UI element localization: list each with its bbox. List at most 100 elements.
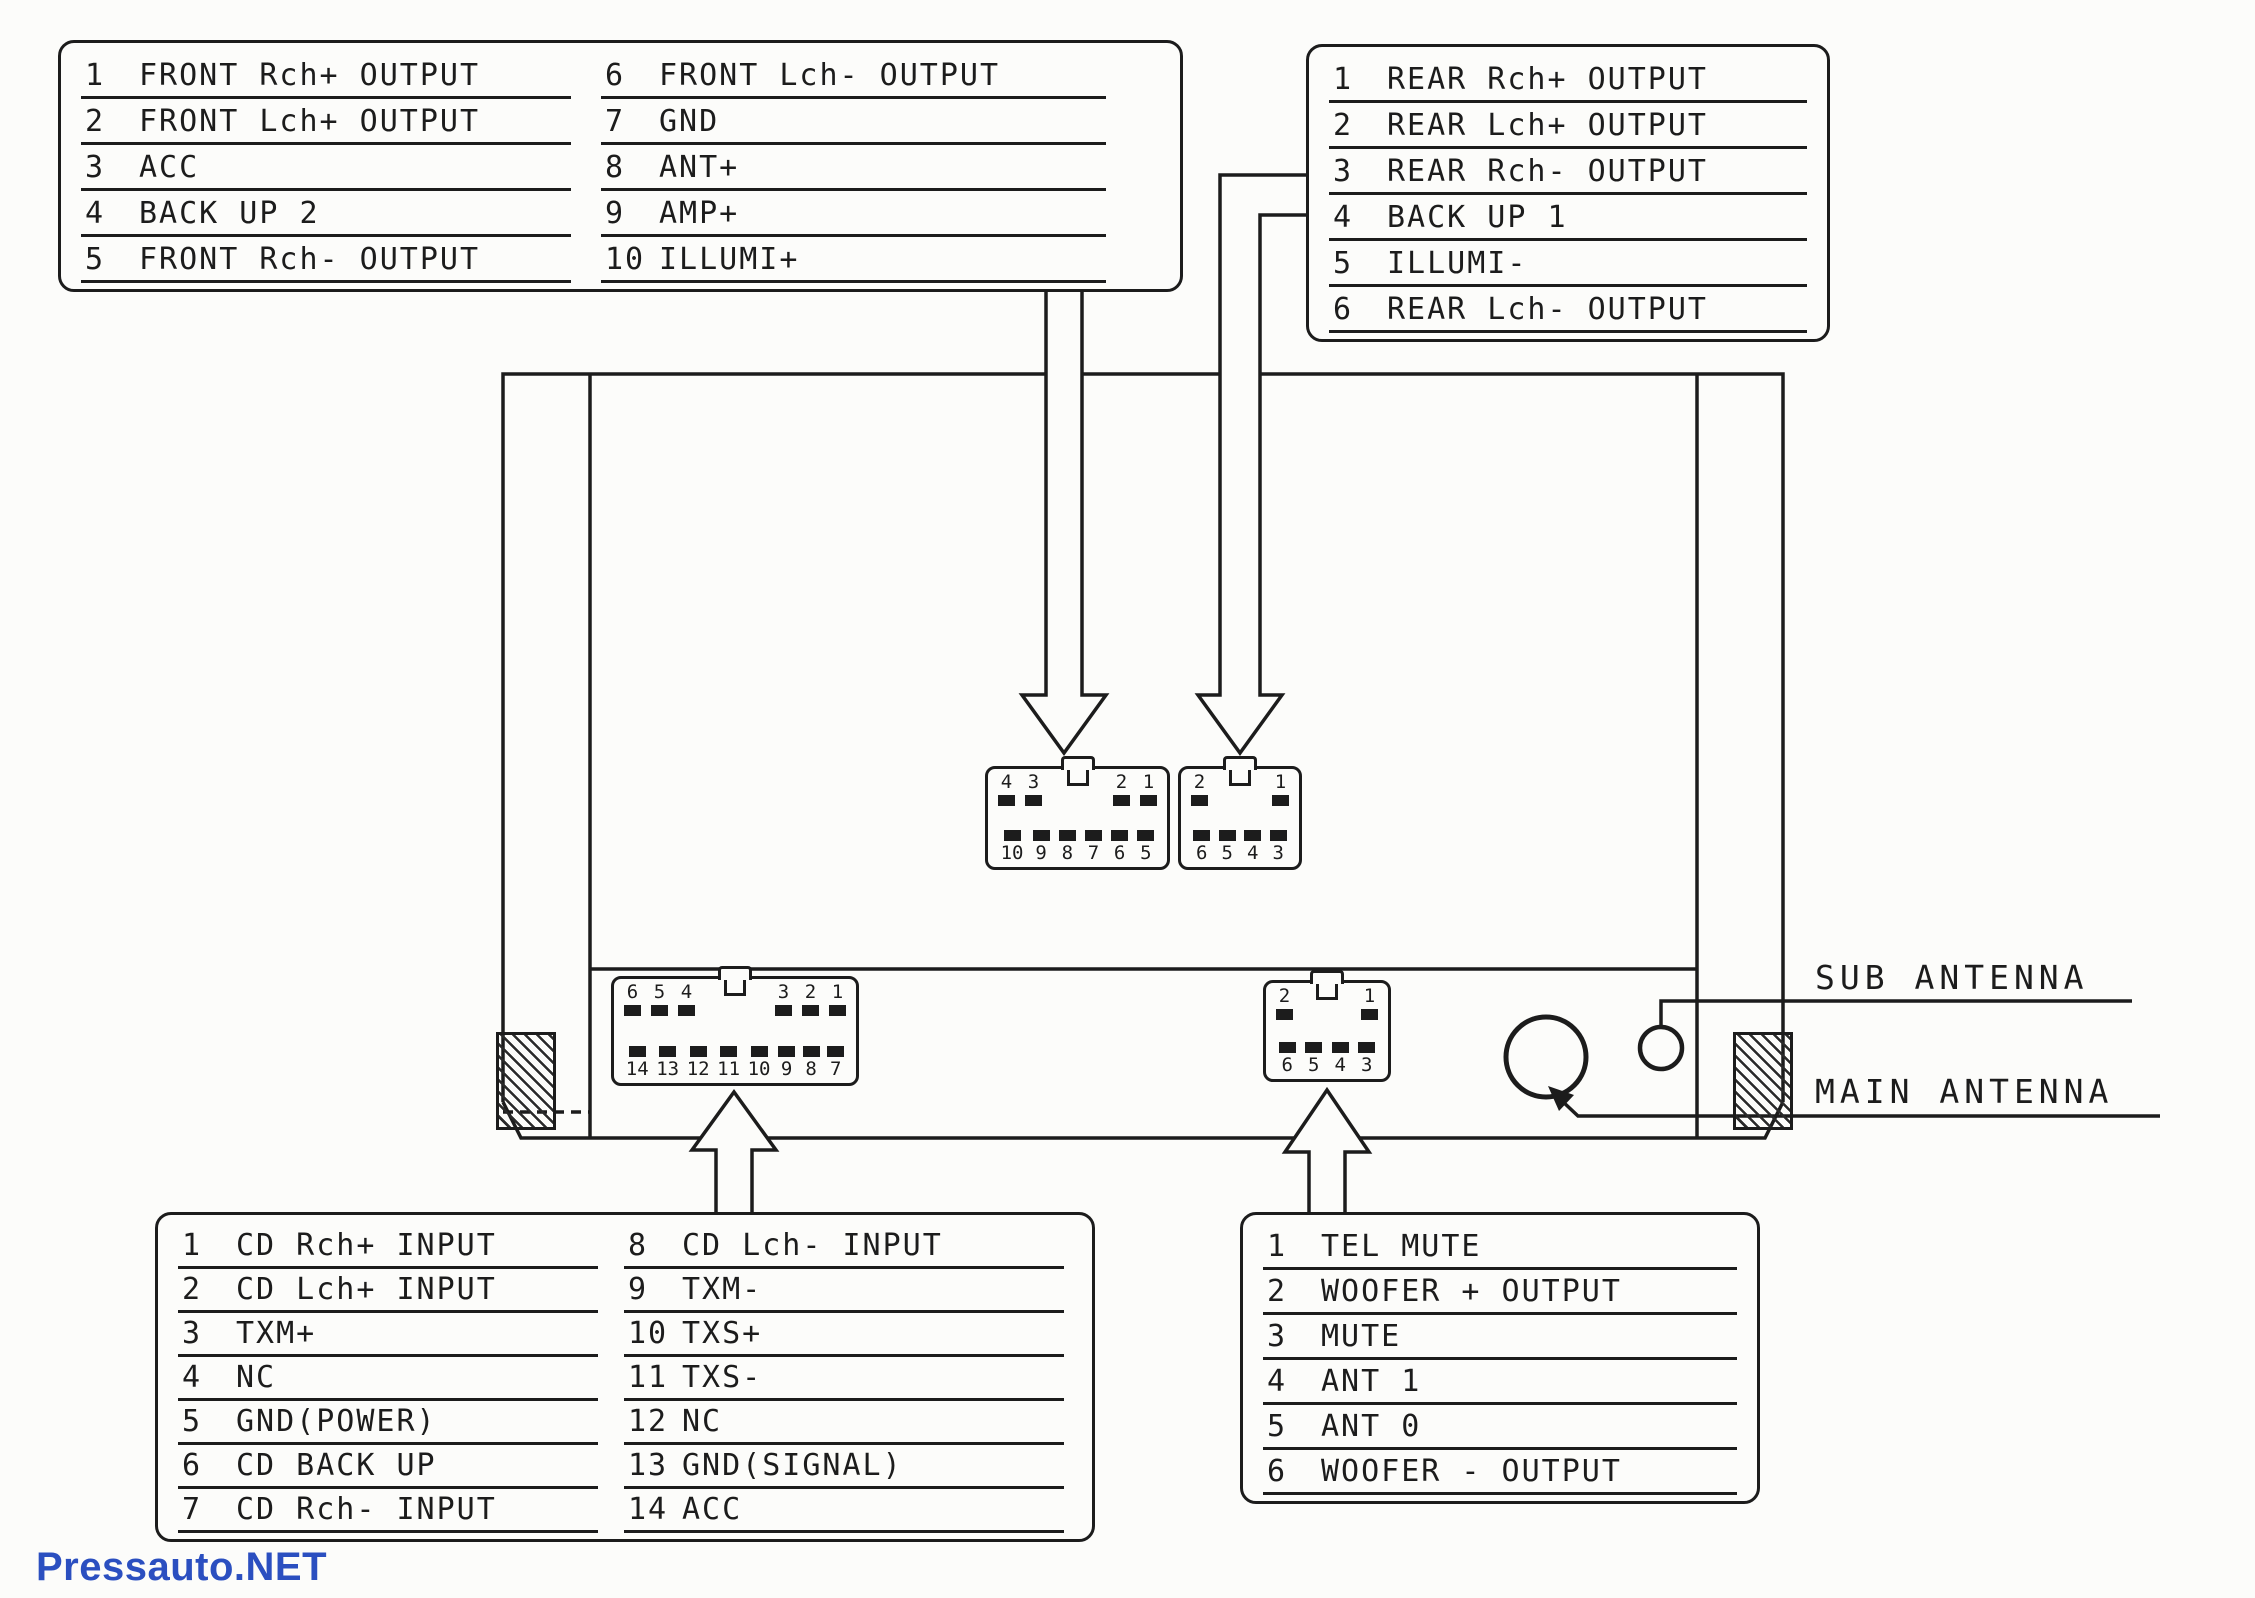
pin-label: TEL MUTE [1321,1229,1482,1264]
pin-row: 12 NC [624,1401,1064,1445]
pin-number: 13 [656,1058,680,1080]
pin-cell: 6 [1193,830,1211,864]
pin-contact [778,1046,796,1057]
pin-label: ANT 0 [1321,1409,1422,1444]
pin-cell: 4 [998,773,1015,806]
pin-number: 1 [1333,62,1354,97]
pin-row: 7 GND [601,99,1106,145]
pin-cell: 12 [687,1046,710,1079]
pin-cell: 3 [775,983,792,1016]
pin-number: 2 [182,1272,203,1307]
pin-number: 7 [1087,842,1100,864]
pin-row: 2 REAR Lch+ OUTPUT [1329,103,1807,149]
pin-number: 4 [1267,1364,1288,1399]
pin-contact [1361,1009,1378,1020]
pin-row: 9 TXM- [624,1269,1064,1313]
pin-contact [1278,1042,1296,1053]
pin-number: 6 [1196,842,1208,864]
pin-contact [678,1005,695,1016]
pin-row: 6 CD BACK UP [178,1445,598,1489]
pin-label: NC [236,1360,277,1395]
pin-row: 4 BACK UP 1 [1329,195,1807,241]
tel-pinout-col: 1 TEL MUTE 2 WOOFER + OUTPUT 3 MUTE 4 AN… [1263,1225,1737,1495]
pin-contact [998,795,1015,806]
pin-number: 11 [628,1360,669,1395]
connector-key-tab [1223,756,1257,770]
pin-number: 9 [780,1058,793,1080]
pin-cell: 2 [1191,773,1208,806]
pin-cell: 4 [1331,1042,1349,1075]
pin-number: 2 [1115,771,1128,793]
pin-row: 4 BACK UP 2 [81,191,571,237]
pin-contact [827,1046,845,1057]
pin-group: 4 3 [998,773,1042,806]
pin-label: TXS+ [682,1316,763,1351]
pin-cell: 6 [1278,1042,1296,1075]
pin-cell: 1 [1140,773,1157,806]
pin-contact [1140,795,1157,806]
pin-number: 1 [831,981,844,1003]
pin-cell: 1 [1272,773,1289,806]
pin-row: 3 MUTE [1263,1315,1737,1360]
pin-label: BACK UP 2 [139,196,320,231]
pin-number: 8 [605,150,626,185]
pin-number: 8 [1061,842,1074,864]
pin-row: 3 TXM+ [178,1313,598,1357]
connector-top-row: 2 1 [1266,983,1388,1020]
pin-row: 6 REAR Lch- OUTPUT [1329,287,1807,333]
pin-cell: 5 [1305,1042,1323,1075]
pin-label: ANT 1 [1321,1364,1422,1399]
connector-key-tab [1060,756,1095,770]
pin-contact [651,1005,668,1016]
pin-contact [1269,830,1287,841]
pin-contact [1113,795,1130,806]
pin-number: 5 [1267,1409,1288,1444]
connector-key-slot [1066,769,1089,786]
pin-cell: 7 [1084,830,1102,864]
pin-cell: 1 [1361,987,1378,1020]
pin-label: REAR Rch+ OUTPUT [1387,62,1708,97]
main-antenna-jack [1503,1014,1589,1100]
pin-label: ILLUMI+ [659,242,800,277]
pin-number: 10 [747,1058,771,1080]
pin-number: 6 [1333,292,1354,327]
arrow-rear-table-to-connector [1194,173,1312,756]
pin-number: 4 [1333,200,1354,235]
pin-number: 12 [628,1404,669,1439]
pin-cell: 7 [827,1046,845,1079]
pin-cell: 4 [678,983,695,1016]
pin-cell: 9 [1032,830,1050,863]
pin-number: 5 [1333,246,1354,281]
pin-group: 14 13 12 11 [622,1046,848,1079]
pin-contact [802,1005,819,1016]
pin-label: TXM- [682,1272,763,1307]
pin-cell: 6 [624,983,641,1016]
pin-label: TXM+ [236,1316,317,1351]
pin-number: 9 [628,1272,649,1307]
pin-row: 4 NC [178,1357,598,1401]
right-mounting-bracket [1733,1032,1793,1130]
pin-row: 6 FRONT Lch- OUTPUT [601,53,1106,99]
cd-pinout-col2: 8 CD Lch- INPUT 9 TXM- 10 TXS+ 11 TXS- [624,1225,1064,1533]
pin-contact [1218,830,1236,841]
pin-label: ANT+ [659,150,740,185]
connector-10pin: 4 3 2 [985,756,1170,870]
pin-cell: 8 [802,1046,820,1079]
pin-label: FRONT Rch- OUTPUT [139,242,481,277]
pin-number: 9 [605,196,626,231]
pin-number: 4 [1247,842,1259,864]
pin-contact [1025,795,1042,806]
pin-number: 3 [1267,1319,1288,1354]
pin-number: 2 [1193,771,1206,793]
rear-pinout-col: 1 REAR Rch+ OUTPUT 2 REAR Lch+ OUTPUT 3 … [1329,57,1807,333]
arrow-front-table-to-connector [1018,284,1110,756]
pin-contact [1032,830,1050,841]
pin-contact [1193,830,1211,841]
pin-contact [1244,830,1262,841]
front-pinout-col1: 1 FRONT Rch+ OUTPUT 2 FRONT Lch+ OUTPUT … [81,53,571,283]
pin-cell: 5 [1137,830,1155,863]
pin-number: 6 [605,58,626,93]
tel-woofer-pinout-table: 1 TEL MUTE 2 WOOFER + OUTPUT 3 MUTE 4 AN… [1240,1212,1760,1504]
sub-antenna-jack [1637,1024,1685,1072]
